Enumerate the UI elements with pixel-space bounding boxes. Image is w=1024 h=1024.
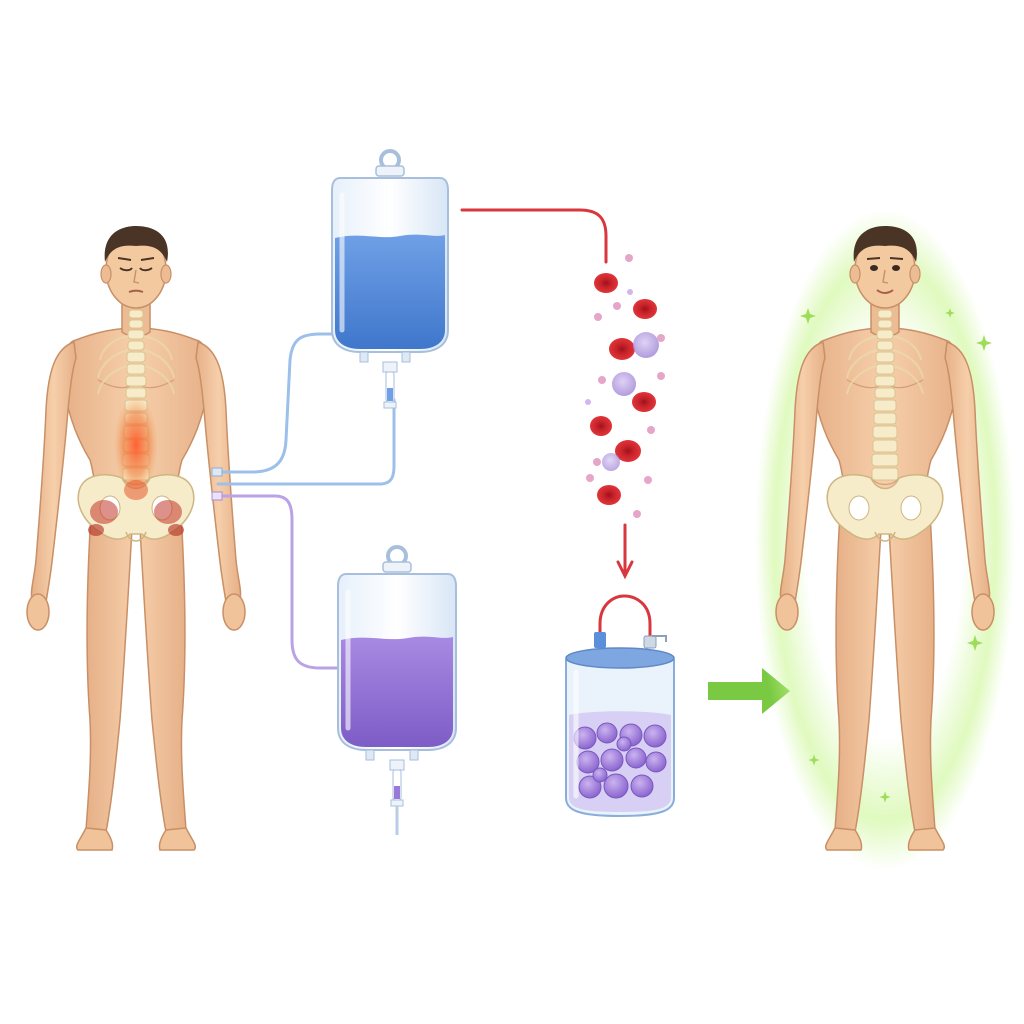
inflammation-spine xyxy=(114,395,158,495)
purple-cells xyxy=(573,722,667,799)
iv-tubing xyxy=(211,332,396,670)
lower-infusion-bag xyxy=(337,545,457,835)
drip-chamber xyxy=(382,361,398,409)
platelets xyxy=(585,254,665,518)
patient-after xyxy=(755,210,1015,870)
open-eyes xyxy=(866,257,904,294)
blood-cells-stream xyxy=(585,254,665,518)
blood-tube xyxy=(460,208,634,580)
red-blood-cells xyxy=(590,273,657,505)
patient-before xyxy=(26,225,246,851)
blue-fluid xyxy=(335,234,445,349)
purple-fluid xyxy=(341,636,453,747)
upper-infusion-bag xyxy=(331,149,449,409)
inflammation-pelvis xyxy=(88,480,184,536)
cell-collection-container xyxy=(565,594,675,818)
closed-eyes xyxy=(117,257,155,293)
drip-chamber-lower xyxy=(389,759,405,835)
white-blood-cells xyxy=(602,332,659,471)
